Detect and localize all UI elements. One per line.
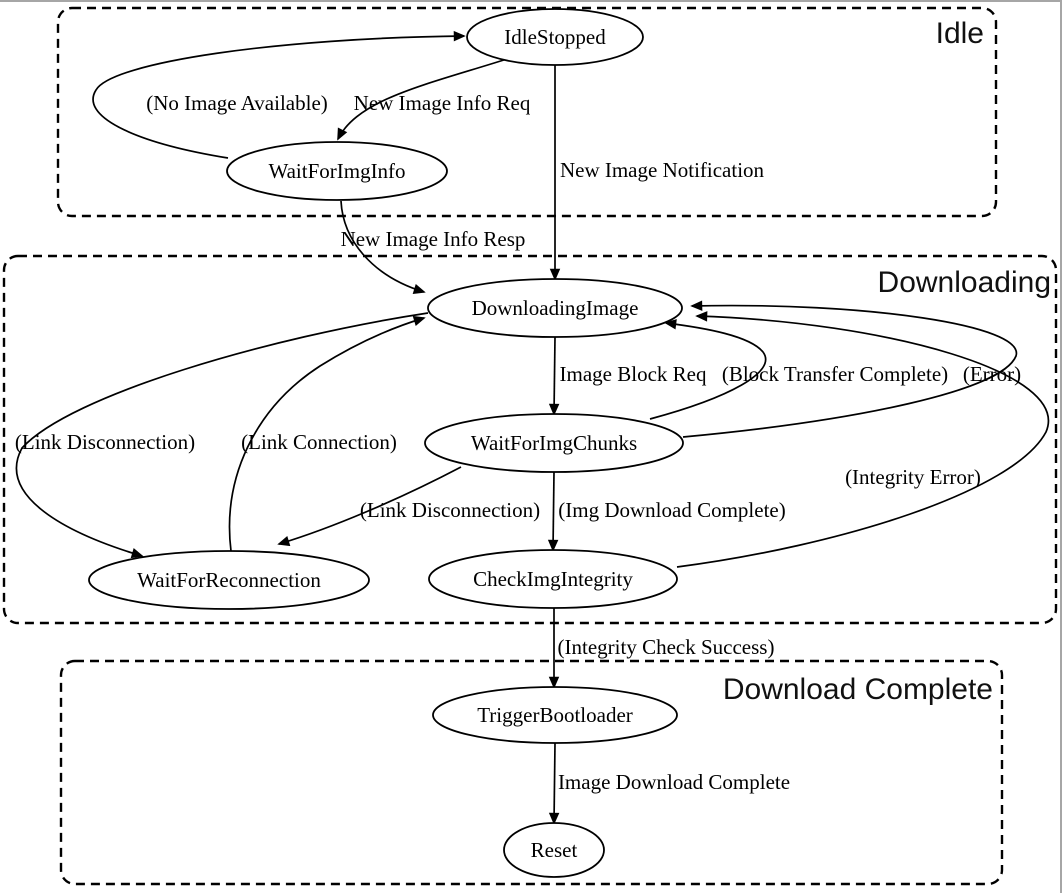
node-ellipse — [466, 8, 644, 66]
edge-idlestopped-to-waitforimginfo: New Image Info Req — [338, 58, 531, 139]
cluster-downloading-label: Downloading — [878, 266, 1051, 299]
edge-path — [554, 336, 555, 414]
edge-label: Image Download Complete — [558, 770, 790, 794]
node-label: TriggerBootloader — [477, 703, 633, 727]
edge-path — [676, 316, 1050, 568]
edge-downloadingimage-to-waitforreconnection: (Link Disconnection) — [15, 312, 429, 556]
cluster-downloading-border — [2, 254, 1058, 625]
edges-layer: New Image Info Req (No Image Available) … — [15, 36, 1050, 823]
edge-waitforimgchunks-to-waitforreconnection: (Link Disconnection) — [279, 466, 540, 544]
edge-waitforimginfo-to-idlestopped: (No Image Available) — [92, 36, 464, 159]
node-checkimgintegrity: CheckImgIntegrity — [428, 549, 678, 609]
cluster-idle-border — [56, 6, 998, 218]
node-waitforreconnection: WaitForReconnection — [88, 550, 370, 610]
edge-path — [92, 36, 464, 159]
edge-label: (No Image Available) — [146, 91, 328, 115]
node-ellipse — [427, 278, 683, 338]
edge-label: New Image Info Req — [354, 91, 531, 115]
node-ellipse — [432, 686, 678, 744]
edge-label: New Image Notification — [560, 158, 765, 182]
node-label: Reset — [531, 838, 578, 862]
node-label: CheckImgIntegrity — [473, 567, 633, 591]
cluster-download-complete-label: Download Complete — [723, 673, 993, 706]
edge-label: (Block Transfer Complete) — [722, 362, 948, 386]
node-ellipse — [226, 141, 448, 201]
edge-path — [338, 58, 508, 139]
node-label: DownloadingImage — [472, 296, 639, 320]
node-downloadingimage: DownloadingImage — [427, 278, 683, 338]
edge-path — [340, 200, 424, 292]
edge-path — [682, 306, 1018, 438]
edge-label: (Link Disconnection) — [15, 430, 195, 454]
edge-path — [553, 471, 554, 550]
edge-idlestopped-to-downloadingimage: New Image Notification — [555, 65, 765, 279]
edge-checkimgintegrity-to-downloadingimage: (Integrity Error) — [676, 316, 1050, 568]
cluster-idle-label: Idle — [936, 17, 984, 50]
edge-label: (Link Disconnection) — [360, 498, 540, 522]
edge-path — [554, 742, 555, 823]
edge-label: Image Block Req — [560, 362, 707, 386]
edge-path — [15, 312, 429, 556]
edge-waitforimginfo-to-downloadingimage: New Image Info Resp — [340, 200, 526, 292]
node-ellipse — [428, 549, 678, 609]
node-label: IdleStopped — [504, 25, 606, 49]
edge-waitforimgchunks-to-checkimgintegrity: (Img Download Complete) — [553, 471, 786, 550]
node-waitforimginfo: WaitForImgInfo — [226, 141, 448, 201]
node-ellipse — [88, 550, 370, 610]
node-label: WaitForReconnection — [137, 568, 321, 592]
cluster-download-complete: Download Complete — [59, 659, 1004, 886]
edge-label: New Image Info Resp — [341, 227, 526, 251]
node-idlestopped: IdleStopped — [466, 8, 644, 66]
node-label: WaitForImgInfo — [268, 159, 405, 183]
edge-waitforimgchunks-to-downloadingimage-error: (Error) — [682, 306, 1021, 438]
edge-waitforimgchunks-to-downloadingimage-block: (Block Transfer Complete) — [649, 323, 948, 420]
node-label: WaitForImgChunks — [471, 431, 637, 455]
cluster-idle: Idle — [56, 6, 998, 218]
cluster-downloading: Downloading — [2, 254, 1058, 625]
edge-label: (Integrity Check Success) — [558, 635, 775, 659]
edge-downloadingimage-to-waitforimgchunks: Image Block Req — [554, 336, 707, 414]
edge-path — [279, 466, 462, 544]
edge-path — [228, 318, 424, 552]
node-reset: Reset — [503, 822, 605, 878]
nodes-layer: IdleStopped WaitForImgInfo DownloadingIm… — [88, 8, 684, 878]
edge-label: (Error) — [963, 362, 1021, 386]
edge-triggerbootloader-to-reset: Image Download Complete — [554, 742, 790, 823]
edge-label: (Link Connection) — [241, 430, 397, 454]
node-ellipse — [503, 822, 605, 878]
edge-path — [649, 323, 767, 420]
edge-checkimgintegrity-to-triggerbootloader: (Integrity Check Success) — [554, 608, 774, 687]
node-waitforimgchunks: WaitForImgChunks — [424, 413, 684, 473]
node-triggerbootloader: TriggerBootloader — [432, 686, 678, 744]
edge-label: (Integrity Error) — [845, 465, 981, 489]
cluster-download-complete-border — [59, 659, 1004, 886]
edge-label: (Img Download Complete) — [558, 498, 785, 522]
node-ellipse — [424, 413, 684, 473]
edge-waitforreconnection-to-downloadingimage: (Link Connection) — [228, 318, 424, 552]
